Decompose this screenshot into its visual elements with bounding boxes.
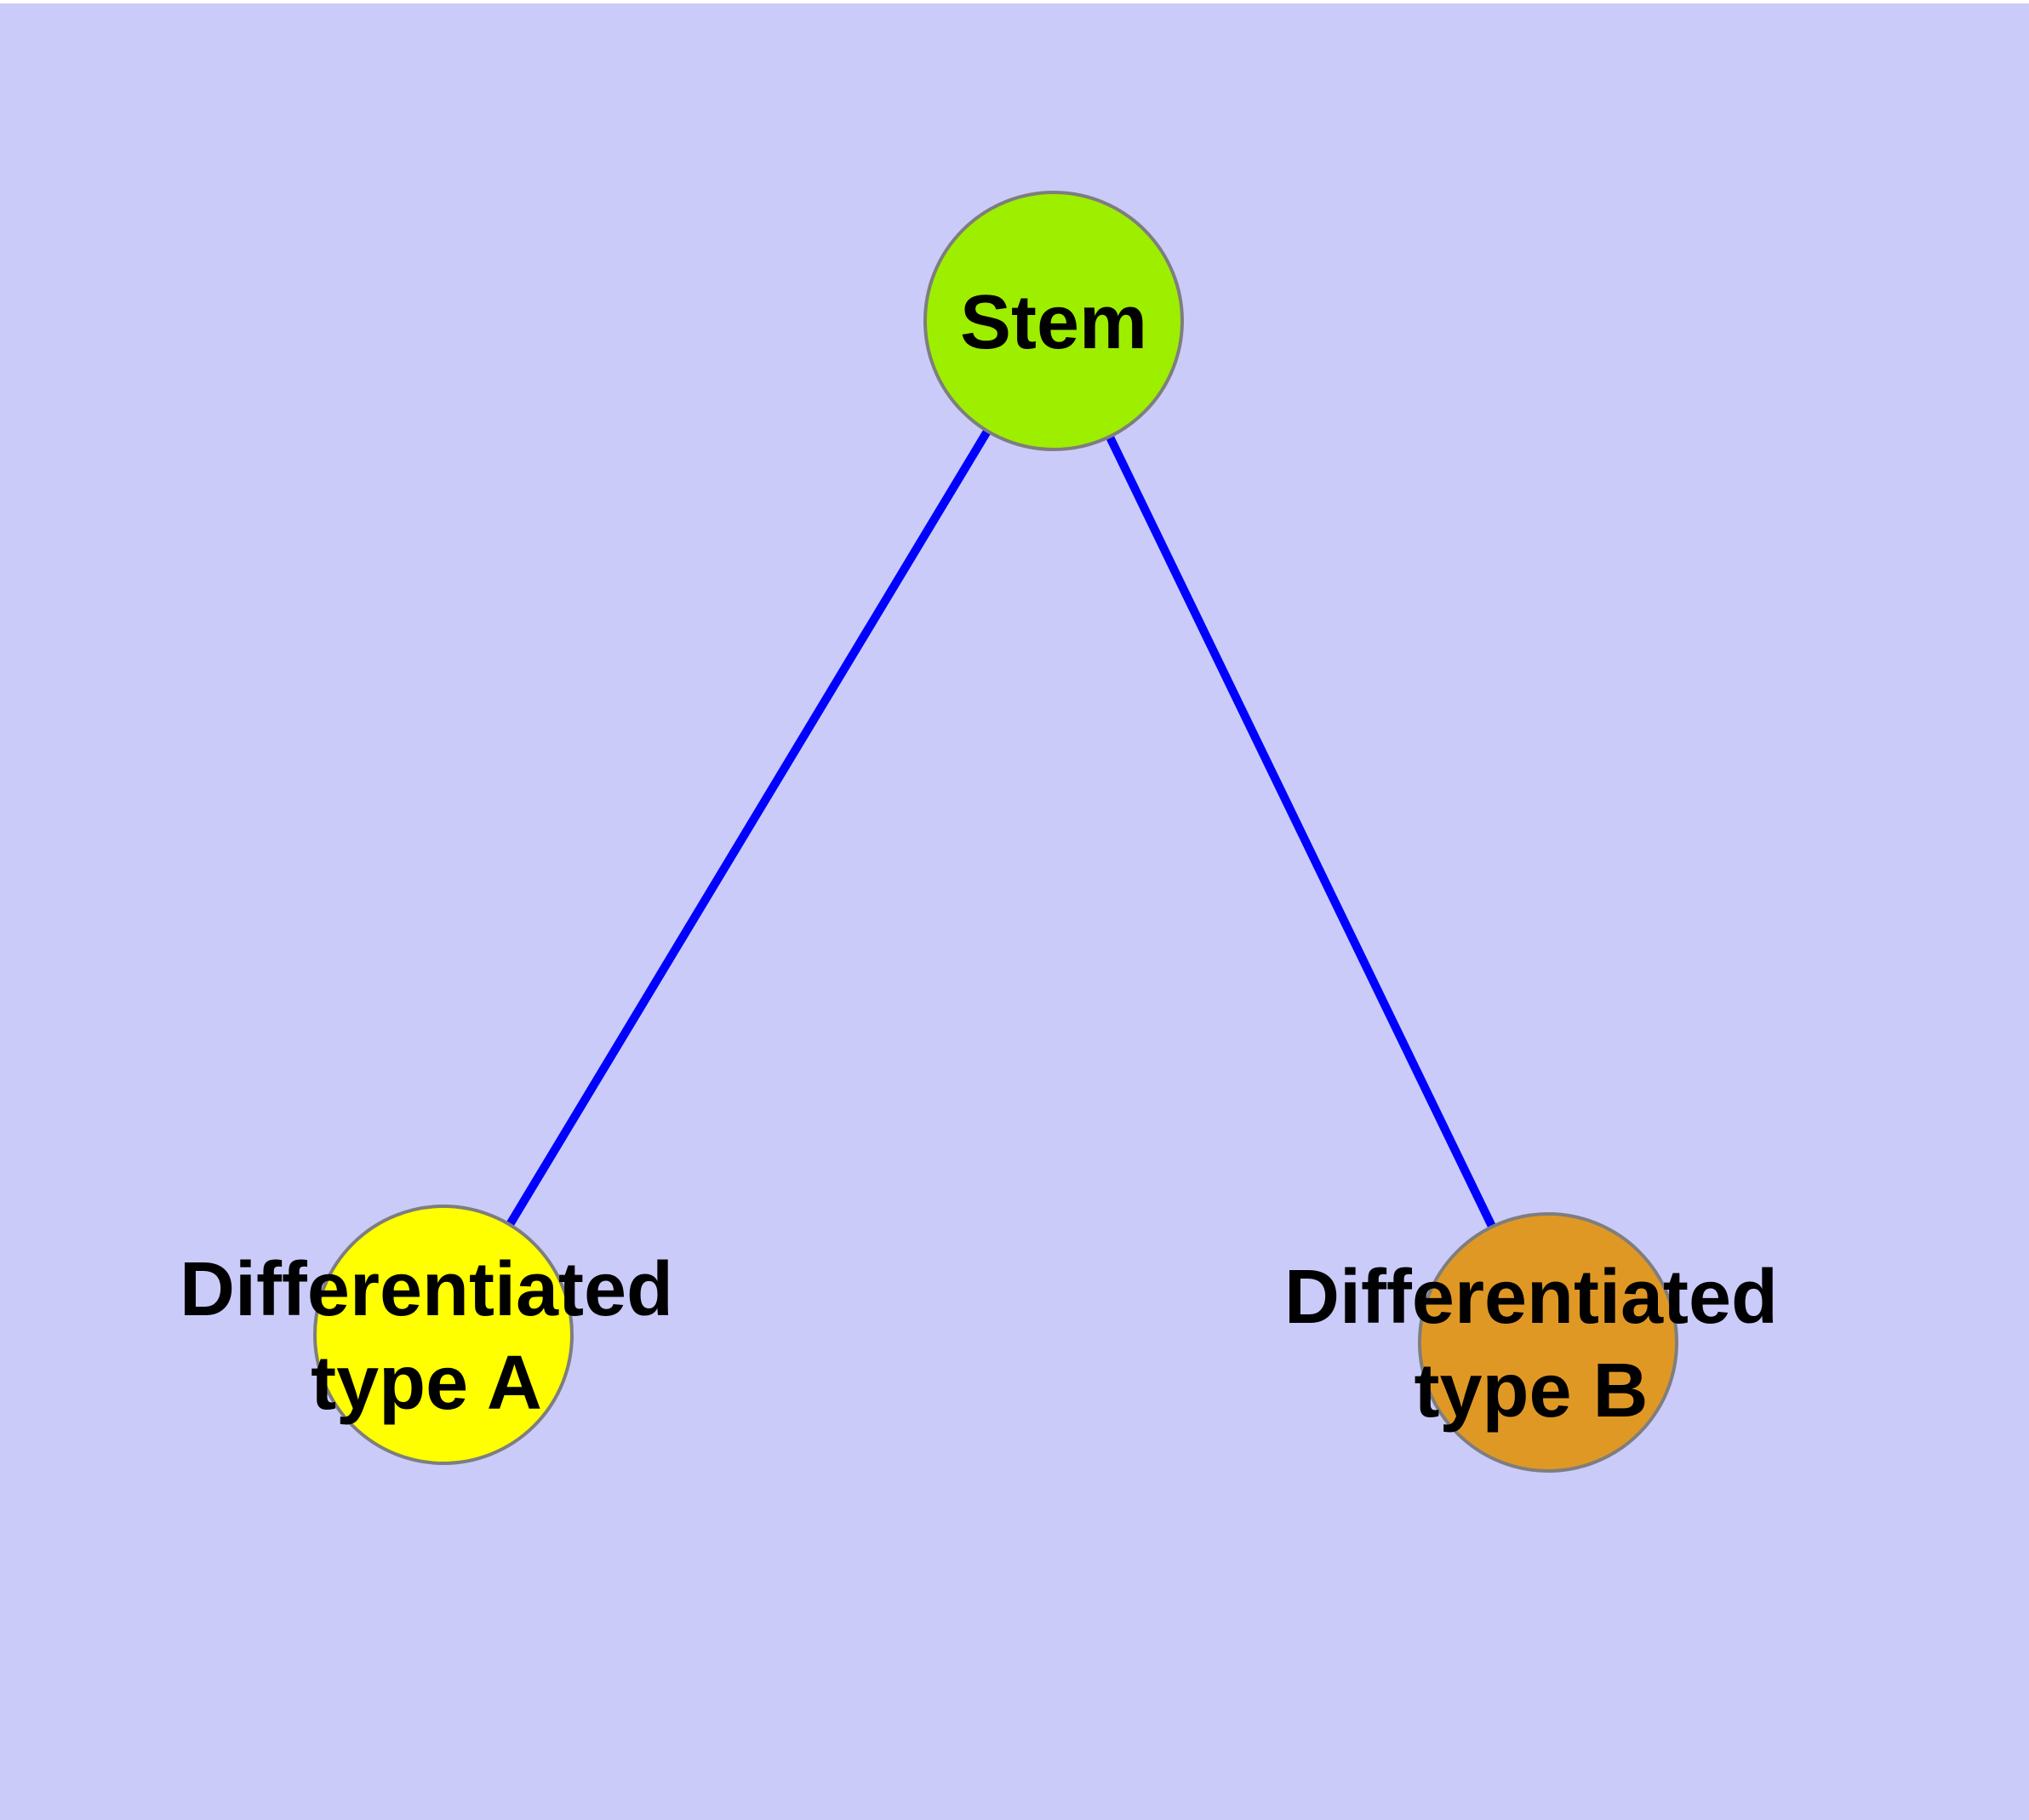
edge-stem-to-differentiated-type-a bbox=[439, 318, 1058, 1337]
node-differentiated-type-a-label: Differentiated type A bbox=[180, 1247, 673, 1426]
top-margin bbox=[0, 0, 2029, 3]
node-stem-label: Stem bbox=[960, 280, 1147, 365]
edge-stem-to-differentiated-type-b bbox=[1049, 318, 1552, 1345]
node-differentiated-type-a-label-line-1: Differentiated bbox=[180, 1247, 673, 1332]
node-stem-label-line-1: Stem bbox=[960, 280, 1147, 365]
node-differentiated-type-a-circle bbox=[313, 1205, 574, 1465]
node-differentiated-type-a: Differentiated type A bbox=[180, 1205, 673, 1465]
node-differentiated-type-b-circle bbox=[1418, 1212, 1678, 1473]
node-differentiated-type-b-label-line-1: Differentiated bbox=[1284, 1255, 1778, 1340]
node-differentiated-type-b-label-line-2: type B bbox=[1414, 1348, 1648, 1434]
node-differentiated-type-a-label-line-2: type A bbox=[311, 1341, 542, 1426]
node-stem-circle bbox=[923, 191, 1184, 451]
node-stem: Stem bbox=[923, 191, 1184, 451]
